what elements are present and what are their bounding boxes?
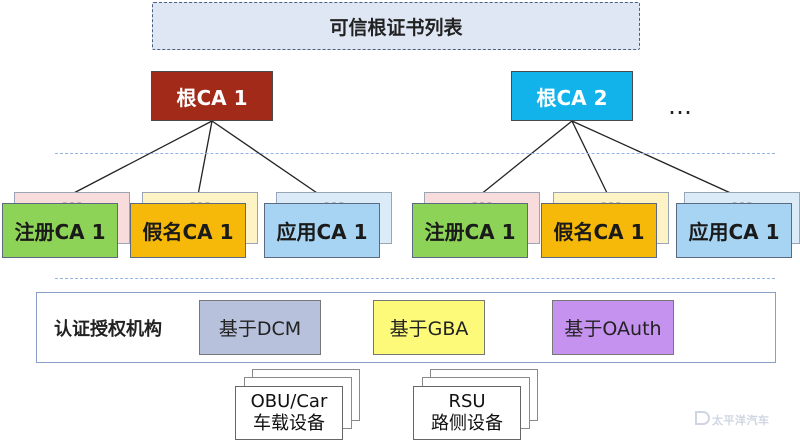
pseudo-ca-card: 假名CA 1 [541, 203, 657, 258]
reg-ca-card: 注册CA 1 [412, 203, 528, 258]
app-ca-card: 应用CA 1 [264, 203, 380, 258]
connector-root1-reg [69, 120, 213, 196]
rsu-line2: 路侧设备 [431, 413, 503, 434]
connector-root1-pseudo [197, 120, 213, 196]
watermark-logo-icon [695, 411, 710, 425]
auth-method-dcm: 基于DCM [199, 300, 321, 355]
watermark-text: 太平洋汽车 [712, 414, 770, 427]
obu-line2: 车载设备 [253, 413, 325, 434]
reg-ca-card: 注册CA 1 [2, 203, 118, 258]
connector-root2-pseudo [571, 120, 609, 196]
root-ca-2: 根CA 2 [511, 71, 633, 121]
rsu-device-card: RSU 路侧设备 [413, 386, 521, 440]
trusted-root-list-title: 可信根证书列表 [152, 2, 640, 50]
root-more-ellipsis: … [668, 92, 693, 120]
connector-root1-app [211, 120, 321, 196]
rsu-line1: RSU [448, 391, 486, 412]
separator-top [55, 153, 775, 154]
root-ca-1: 根CA 1 [151, 71, 273, 121]
obu-line1: OBU/Car [250, 391, 328, 412]
connector-root2-reg [479, 120, 573, 196]
connector-root2-app [571, 120, 736, 196]
auth-institution-label: 认证授权机构 [54, 319, 162, 340]
auth-method-gba: 基于GBA [373, 300, 485, 355]
auth-method-oauth: 基于OAuth [552, 300, 674, 355]
pseudo-ca-card: 假名CA 1 [130, 203, 246, 258]
obu-device-card: OBU/Car 车载设备 [235, 386, 343, 440]
app-ca-card: 应用CA 1 [676, 203, 792, 258]
separator-bottom [55, 278, 775, 279]
